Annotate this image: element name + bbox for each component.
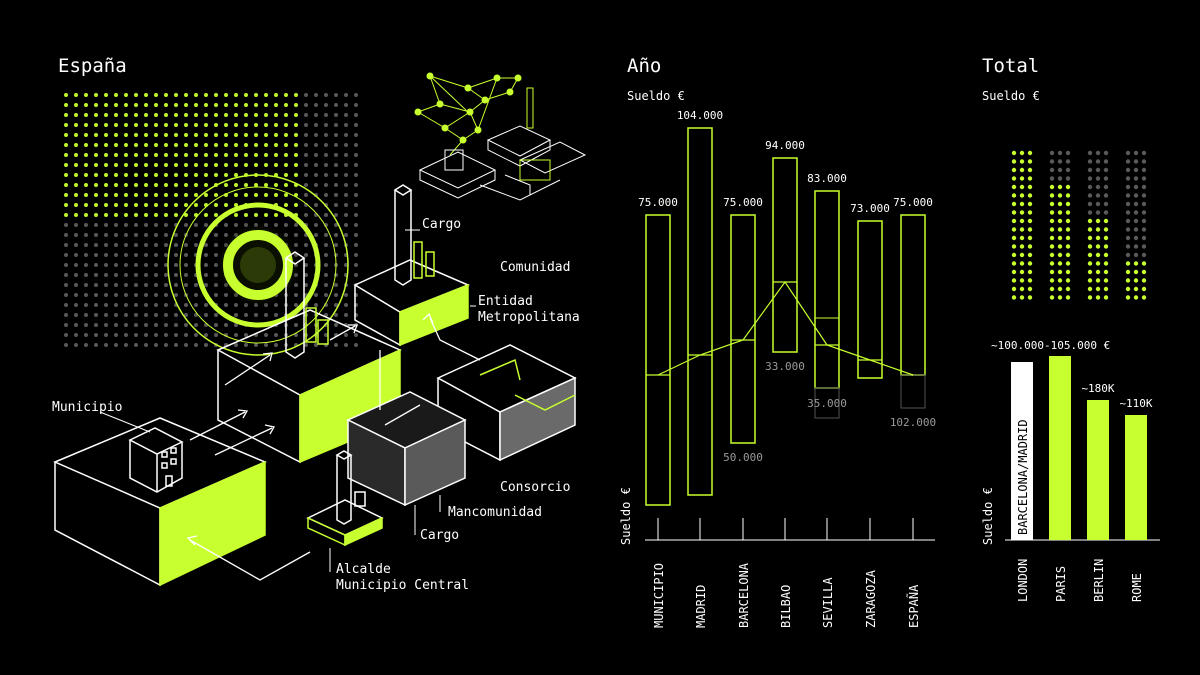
isometric-scene xyxy=(53,184,577,587)
bar-value-label: ~100.000-105.000 € xyxy=(991,339,1110,352)
value-label: 83.000 xyxy=(807,172,847,185)
label-municipio: Municipio xyxy=(52,400,122,415)
low-value-label: 33.000 xyxy=(765,360,805,373)
leader-lines xyxy=(99,229,476,572)
network-nodes xyxy=(414,72,522,144)
range-extension xyxy=(814,387,840,419)
value-label: 104.000 xyxy=(677,109,723,122)
dot-matrix-background xyxy=(64,93,358,347)
bar xyxy=(1049,356,1071,540)
label-comunidad: Comunidad xyxy=(500,260,570,275)
range-bar xyxy=(687,127,713,496)
range-bar xyxy=(645,214,671,506)
flow-arrows xyxy=(186,312,481,581)
value-label: 94.000 xyxy=(765,139,805,152)
category-label: ESPAÑA xyxy=(906,584,921,628)
middle-title: Año xyxy=(627,55,661,77)
dot-columns xyxy=(1011,150,1147,300)
value-label: 75.000 xyxy=(893,196,933,209)
bar xyxy=(1125,415,1147,540)
mini-city-cluster xyxy=(418,87,587,201)
middle-ylabel: Sueldo € xyxy=(619,487,633,545)
category-label: MUNICIPIO xyxy=(652,563,666,628)
category-label: MADRID xyxy=(694,585,708,628)
range-bar xyxy=(900,214,926,376)
category-label: BILBAO xyxy=(779,585,793,628)
category-label: BARCELONA xyxy=(737,562,751,628)
ring-target xyxy=(167,174,349,356)
low-value-label: 102.000 xyxy=(890,416,936,429)
value-label: 75.000 xyxy=(638,196,678,209)
category-label: LONDON xyxy=(1016,559,1030,602)
range-extension xyxy=(900,374,926,409)
value-label: 73.000 xyxy=(850,202,890,215)
range-bar xyxy=(814,190,840,389)
label-cargo-top: Cargo xyxy=(422,217,461,232)
bar xyxy=(1011,362,1033,540)
category-label: PARIS xyxy=(1054,566,1068,602)
value-label: 75.000 xyxy=(723,196,763,209)
category-label: ROME xyxy=(1130,573,1144,602)
range-bar xyxy=(730,214,756,444)
right-ylabel: Sueldo € xyxy=(981,487,995,545)
left-title: España xyxy=(58,55,127,77)
right-title: Total xyxy=(982,55,1039,77)
bar-inner-label: BARCELONA/MADRID xyxy=(1016,419,1030,535)
middle-subtitle: Sueldo € xyxy=(627,89,685,103)
range-bar xyxy=(857,220,883,379)
label-cargo-bottom: Cargo xyxy=(420,528,459,543)
label-mancomunidad: Mancomunidad xyxy=(448,505,542,520)
bar-value-label: ~180K xyxy=(1081,382,1114,395)
low-value-label: 50.000 xyxy=(723,451,763,464)
right-subtitle: Sueldo € xyxy=(982,89,1040,103)
low-value-label: 35.000 xyxy=(807,397,847,410)
bar-value-label: ~110K xyxy=(1119,397,1152,410)
range-bar xyxy=(772,157,798,353)
category-label: BERLIN xyxy=(1092,559,1106,602)
label-consorcio: Consorcio xyxy=(500,480,570,495)
category-label: ZARAGOZA xyxy=(864,569,878,628)
category-label: SEVILLA xyxy=(821,577,835,628)
cities-bar-chart: LONDON PARIS BERLIN ROME BARCELONA/MADRID ~10… xyxy=(991,339,1160,602)
bar xyxy=(1087,400,1109,540)
median-trend-line xyxy=(657,280,914,376)
